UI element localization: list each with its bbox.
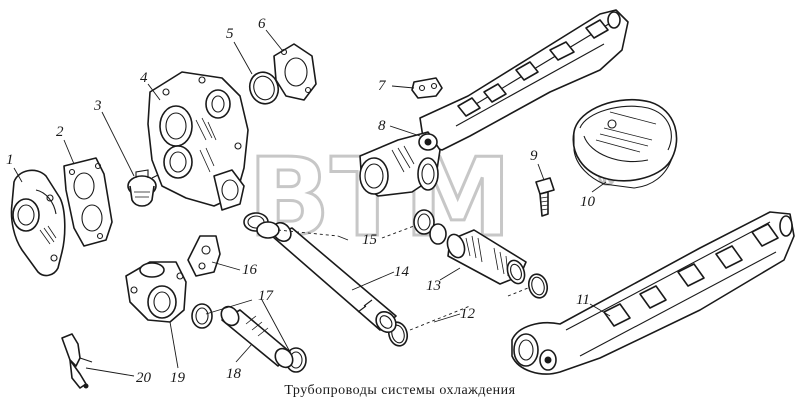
label-6: 6 [258, 16, 266, 32]
label-3: 3 [93, 98, 102, 114]
part-8-upper-manifold [359, 9, 629, 197]
label-16: 16 [242, 262, 258, 278]
part-4-housing [147, 71, 249, 211]
label-7: 7 [378, 78, 387, 94]
label-1: 1 [6, 152, 14, 168]
label-2: 2 [56, 124, 64, 140]
part-19-elbow [125, 261, 187, 323]
part-6-gasket [273, 43, 317, 101]
part-1-cover [10, 169, 66, 277]
leader-lines [13, 29, 611, 377]
part-16-bracket [187, 235, 221, 277]
label-15: 15 [362, 232, 378, 248]
part-9-bolt [535, 177, 555, 217]
label-10: 10 [580, 194, 596, 210]
label-9: 9 [530, 148, 538, 164]
figure-caption: Трубопроводы системы охлаждения [284, 383, 516, 398]
label-4: 4 [140, 70, 148, 86]
part-11-lower-manifold [511, 211, 795, 375]
part-10-plate [572, 98, 678, 189]
label-17: 17 [258, 288, 275, 304]
label-14: 14 [394, 264, 410, 280]
label-13: 13 [426, 278, 441, 294]
part-7-plate [411, 77, 443, 99]
label-5: 5 [226, 26, 234, 42]
part-18-pipe [220, 305, 294, 369]
part-15-rings [243, 209, 447, 245]
label-11: 11 [576, 292, 590, 308]
part-2-gasket [63, 157, 113, 247]
part-20-sensor [61, 333, 93, 389]
label-19: 19 [170, 370, 186, 386]
label-12: 12 [460, 306, 476, 322]
label-8: 8 [378, 118, 386, 134]
part-labels: 1 2 3 4 5 6 7 8 9 10 11 12 13 14 15 16 1… [6, 16, 596, 386]
label-18: 18 [226, 366, 242, 382]
part-13-hose [446, 229, 527, 285]
label-20: 20 [136, 370, 152, 386]
